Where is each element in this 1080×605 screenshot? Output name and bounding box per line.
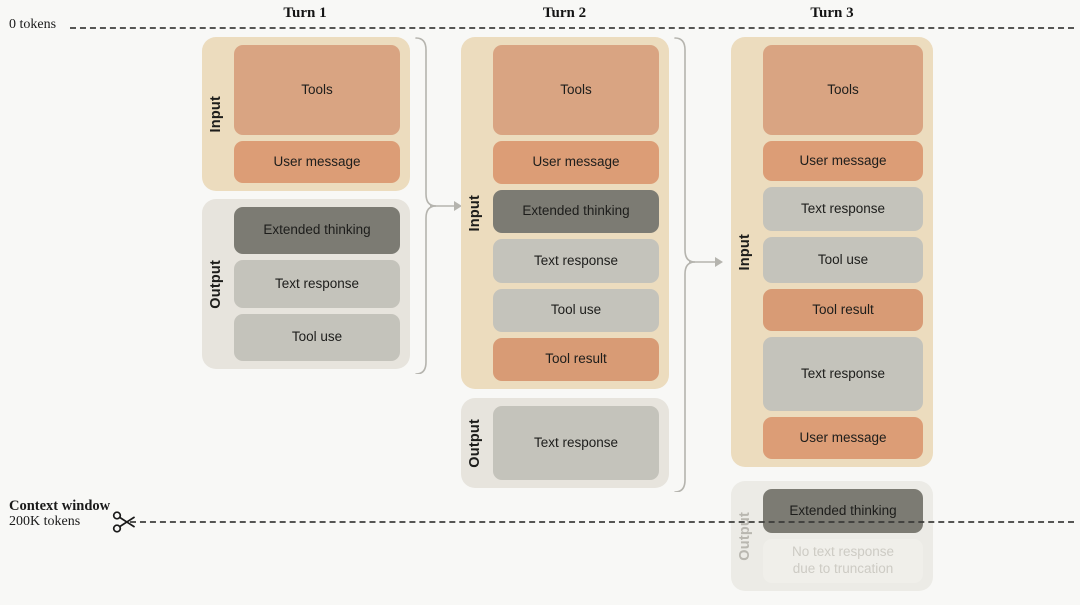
block-tools[interactable]: Tools bbox=[234, 45, 400, 135]
block-tool-result[interactable]: Tool result bbox=[763, 289, 923, 331]
block-no-text-response: No text response due to truncation bbox=[763, 539, 923, 583]
turn2-output-group: Output Text response bbox=[461, 398, 669, 488]
block-user-message[interactable]: User message bbox=[763, 141, 923, 181]
turn3-input-blocks: Tools User message Text response Tool us… bbox=[763, 45, 923, 459]
context-window-title: Context window bbox=[9, 498, 111, 514]
block-text-response[interactable]: Text response bbox=[493, 239, 659, 283]
turn3-output-blocks: Extended thinking No text response due t… bbox=[763, 489, 923, 583]
block-tools[interactable]: Tools bbox=[493, 45, 659, 135]
group-label-output: Output bbox=[737, 511, 753, 561]
turn3-output-group: Output Extended thinking No text respons… bbox=[731, 481, 933, 591]
turn2-output-blocks: Text response bbox=[493, 406, 659, 480]
block-tool-result[interactable]: Tool result bbox=[493, 337, 659, 382]
block-text-response-2[interactable]: Text response bbox=[763, 337, 923, 411]
group-label-input: Input bbox=[737, 233, 753, 271]
turn1-output-blocks: Extended thinking Text response Tool use bbox=[234, 207, 400, 361]
turn-title-2: Turn 2 bbox=[542, 5, 587, 21]
zero-tokens-label: 0 tokens bbox=[9, 17, 57, 32]
group-label-output: Output bbox=[208, 259, 224, 309]
group-label-input: Input bbox=[208, 95, 224, 133]
group-label-output: Output bbox=[467, 418, 483, 468]
block-extended-thinking[interactable]: Extended thinking bbox=[234, 207, 400, 255]
block-tool-use[interactable]: Tool use bbox=[493, 288, 659, 332]
block-text-response[interactable]: Text response bbox=[763, 187, 923, 231]
turn2-input-group: Input Tools User message Extended thinki… bbox=[461, 37, 669, 389]
zero-tokens-rule bbox=[70, 27, 1074, 29]
block-tools[interactable]: Tools bbox=[763, 45, 923, 135]
block-text-response[interactable]: Text response bbox=[234, 260, 400, 308]
block-user-message[interactable]: User message bbox=[493, 141, 659, 185]
turn1-input-group: Input Tools User message bbox=[202, 37, 410, 191]
block-extended-thinking[interactable]: Extended thinking bbox=[493, 190, 659, 234]
scissors-icon bbox=[112, 511, 135, 533]
block-extended-thinking[interactable]: Extended thinking bbox=[763, 489, 923, 533]
block-user-message-2[interactable]: User message bbox=[763, 417, 923, 459]
connector-turn2-to-turn3 bbox=[674, 37, 723, 492]
turn1-output-group: Output Extended thinking Text response T… bbox=[202, 199, 410, 369]
turn-title-1: Turn 1 bbox=[283, 5, 327, 21]
turn3-input-group: Input Tools User message Text response T… bbox=[731, 37, 933, 467]
turn-title-3: Turn 3 bbox=[810, 5, 854, 21]
block-text-response[interactable]: Text response bbox=[493, 406, 659, 480]
turn2-input-blocks: Tools User message Extended thinking Tex… bbox=[493, 45, 659, 382]
group-label-input: Input bbox=[467, 194, 483, 232]
block-tool-use[interactable]: Tool use bbox=[763, 237, 923, 283]
block-user-message[interactable]: User message bbox=[234, 141, 400, 183]
block-tool-use[interactable]: Tool use bbox=[234, 313, 400, 361]
turn1-input-blocks: Tools User message bbox=[234, 45, 400, 183]
context-window-rule bbox=[130, 521, 1074, 523]
context-window-subtitle: 200K tokens bbox=[9, 514, 81, 529]
